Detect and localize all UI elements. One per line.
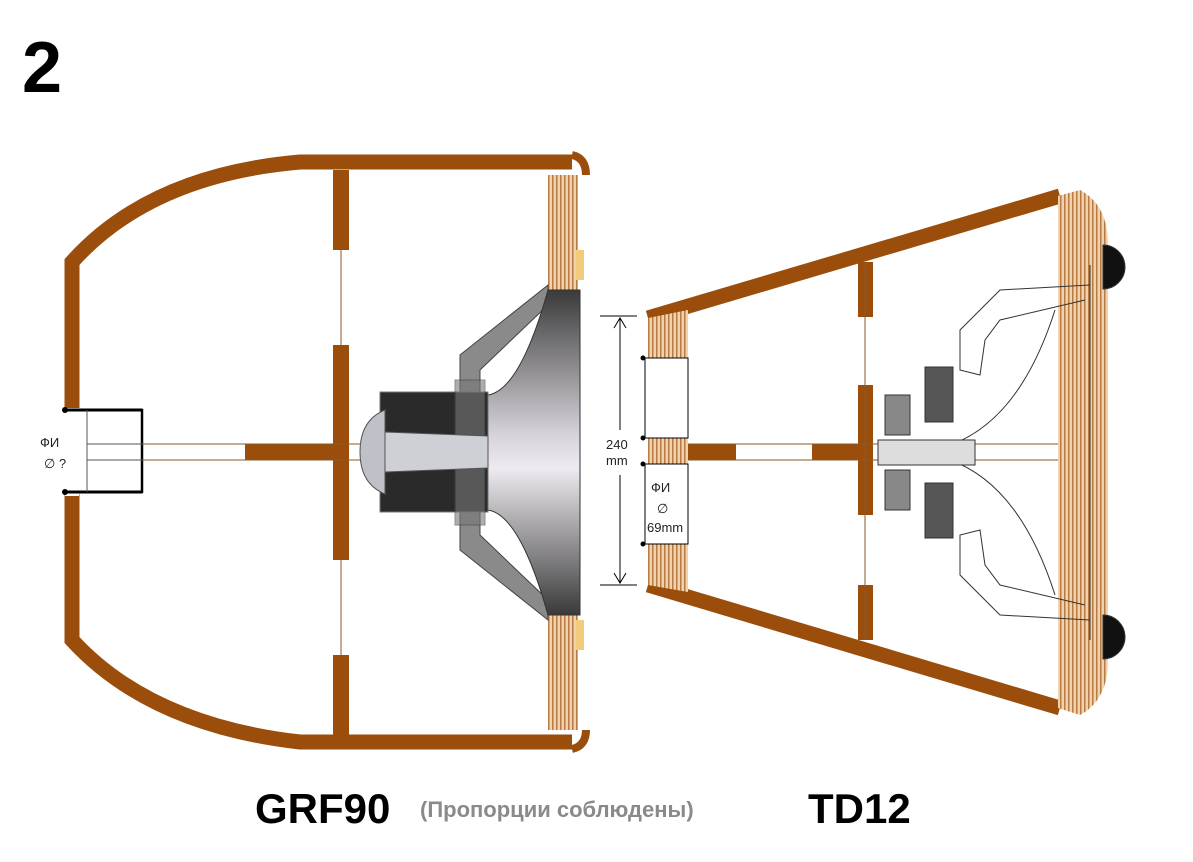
td12-title: TD12 [808,785,911,832]
grf90-driver-drawing [359,283,581,622]
grf90-port [70,408,144,494]
td12-port-label: ФИ [651,480,670,495]
td12-rear-panel [648,310,688,592]
dimension-unit: mm [606,453,628,468]
td12-port-lower [644,463,689,545]
grf90-port-label: ФИ [40,435,59,450]
dimension-value: 240 [606,437,628,452]
td12-port-upper [644,357,689,439]
grf90-title: GRF90 [255,785,390,832]
grf90-brace [245,444,345,460]
td12-driver-drawing [877,244,1126,660]
grf90-bottom-wall [64,494,572,750]
td12-top-wall [645,188,1063,326]
proportions-note: (Пропорции соблюдены) [420,797,694,822]
grf90-divider [333,170,349,250]
td12-height-dimension: 240 mm [600,315,637,586]
td12-baffle [1058,190,1108,715]
figure-number: 2 [22,28,62,108]
grf90-port-diameter: ∅ ? [44,456,66,471]
td12-bottom-wall [645,577,1063,716]
grf90-top-wall [64,154,572,408]
td12-brace [688,444,736,460]
grf90-enclosure: ФИ ∅ ? [40,151,590,753]
td12-port-symbol: ∅ [657,501,668,516]
td12-enclosure: ФИ ∅ 69mm 240 mm [600,188,1108,716]
td12-port-diameter: 69mm [647,520,683,535]
